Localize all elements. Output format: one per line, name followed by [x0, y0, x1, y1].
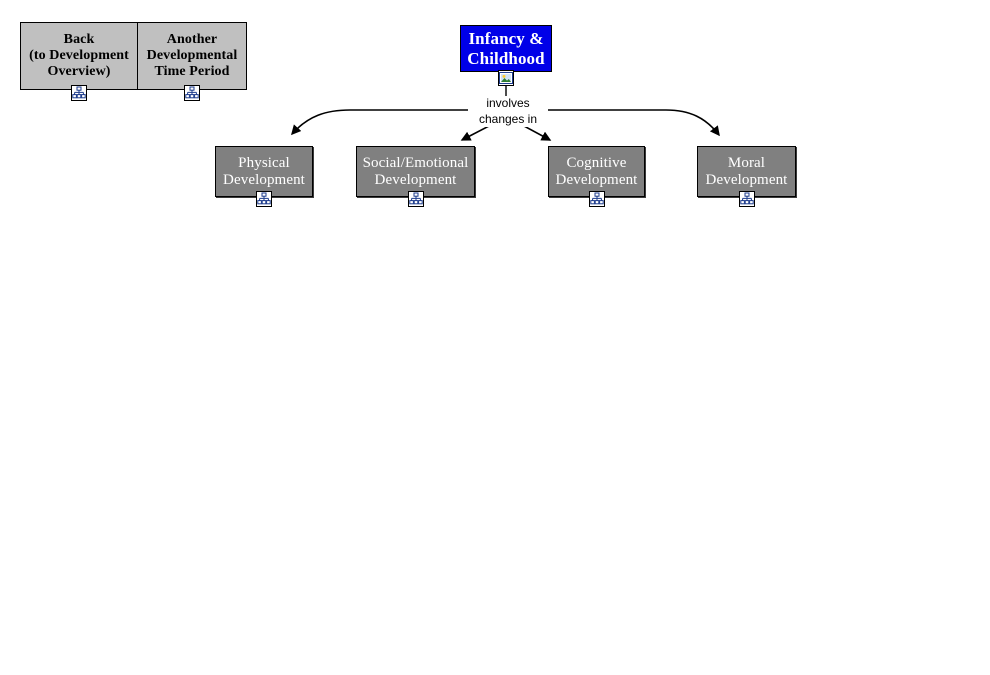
hierarchy-icon[interactable] — [184, 85, 200, 101]
hierarchy-icon[interactable] — [589, 191, 605, 207]
node-social-emotional-development-label: Social/Emotional Development — [362, 154, 469, 188]
nav-button-back-label: Back (to Development Overview) — [29, 32, 129, 79]
hierarchy-icon[interactable] — [256, 191, 272, 207]
edge-to-moral — [665, 109, 720, 137]
nav-button-back-to-development-overview[interactable]: Back (to Development Overview) — [20, 22, 138, 90]
link-label-involves-changes-in: involves changes in — [468, 96, 548, 128]
edge-to-social-emotional — [460, 125, 490, 141]
nav-button-another-period-label: Another Developmental Time Period — [146, 32, 238, 79]
hierarchy-icon[interactable] — [408, 191, 424, 207]
edge-to-physical — [291, 109, 351, 136]
node-infancy-and-childhood-label: Infancy & Childhood — [467, 29, 545, 68]
node-cognitive-development-label: Cognitive Development — [555, 154, 638, 188]
node-cognitive-development[interactable]: Cognitive Development — [548, 146, 645, 197]
hierarchy-icon[interactable] — [71, 85, 87, 101]
node-physical-development[interactable]: Physical Development — [215, 146, 313, 197]
node-infancy-and-childhood[interactable]: Infancy & Childhood — [460, 25, 552, 72]
node-moral-development[interactable]: Moral Development — [697, 146, 796, 197]
edge-to-cognitive — [523, 125, 552, 141]
nav-button-another-developmental-time-period[interactable]: Another Developmental Time Period — [137, 22, 247, 90]
node-physical-development-label: Physical Development — [223, 154, 305, 188]
node-moral-development-label: Moral Development — [705, 154, 788, 188]
node-social-emotional-development[interactable]: Social/Emotional Development — [356, 146, 475, 197]
hierarchy-icon[interactable] — [739, 191, 755, 207]
picture-icon[interactable] — [498, 70, 514, 86]
